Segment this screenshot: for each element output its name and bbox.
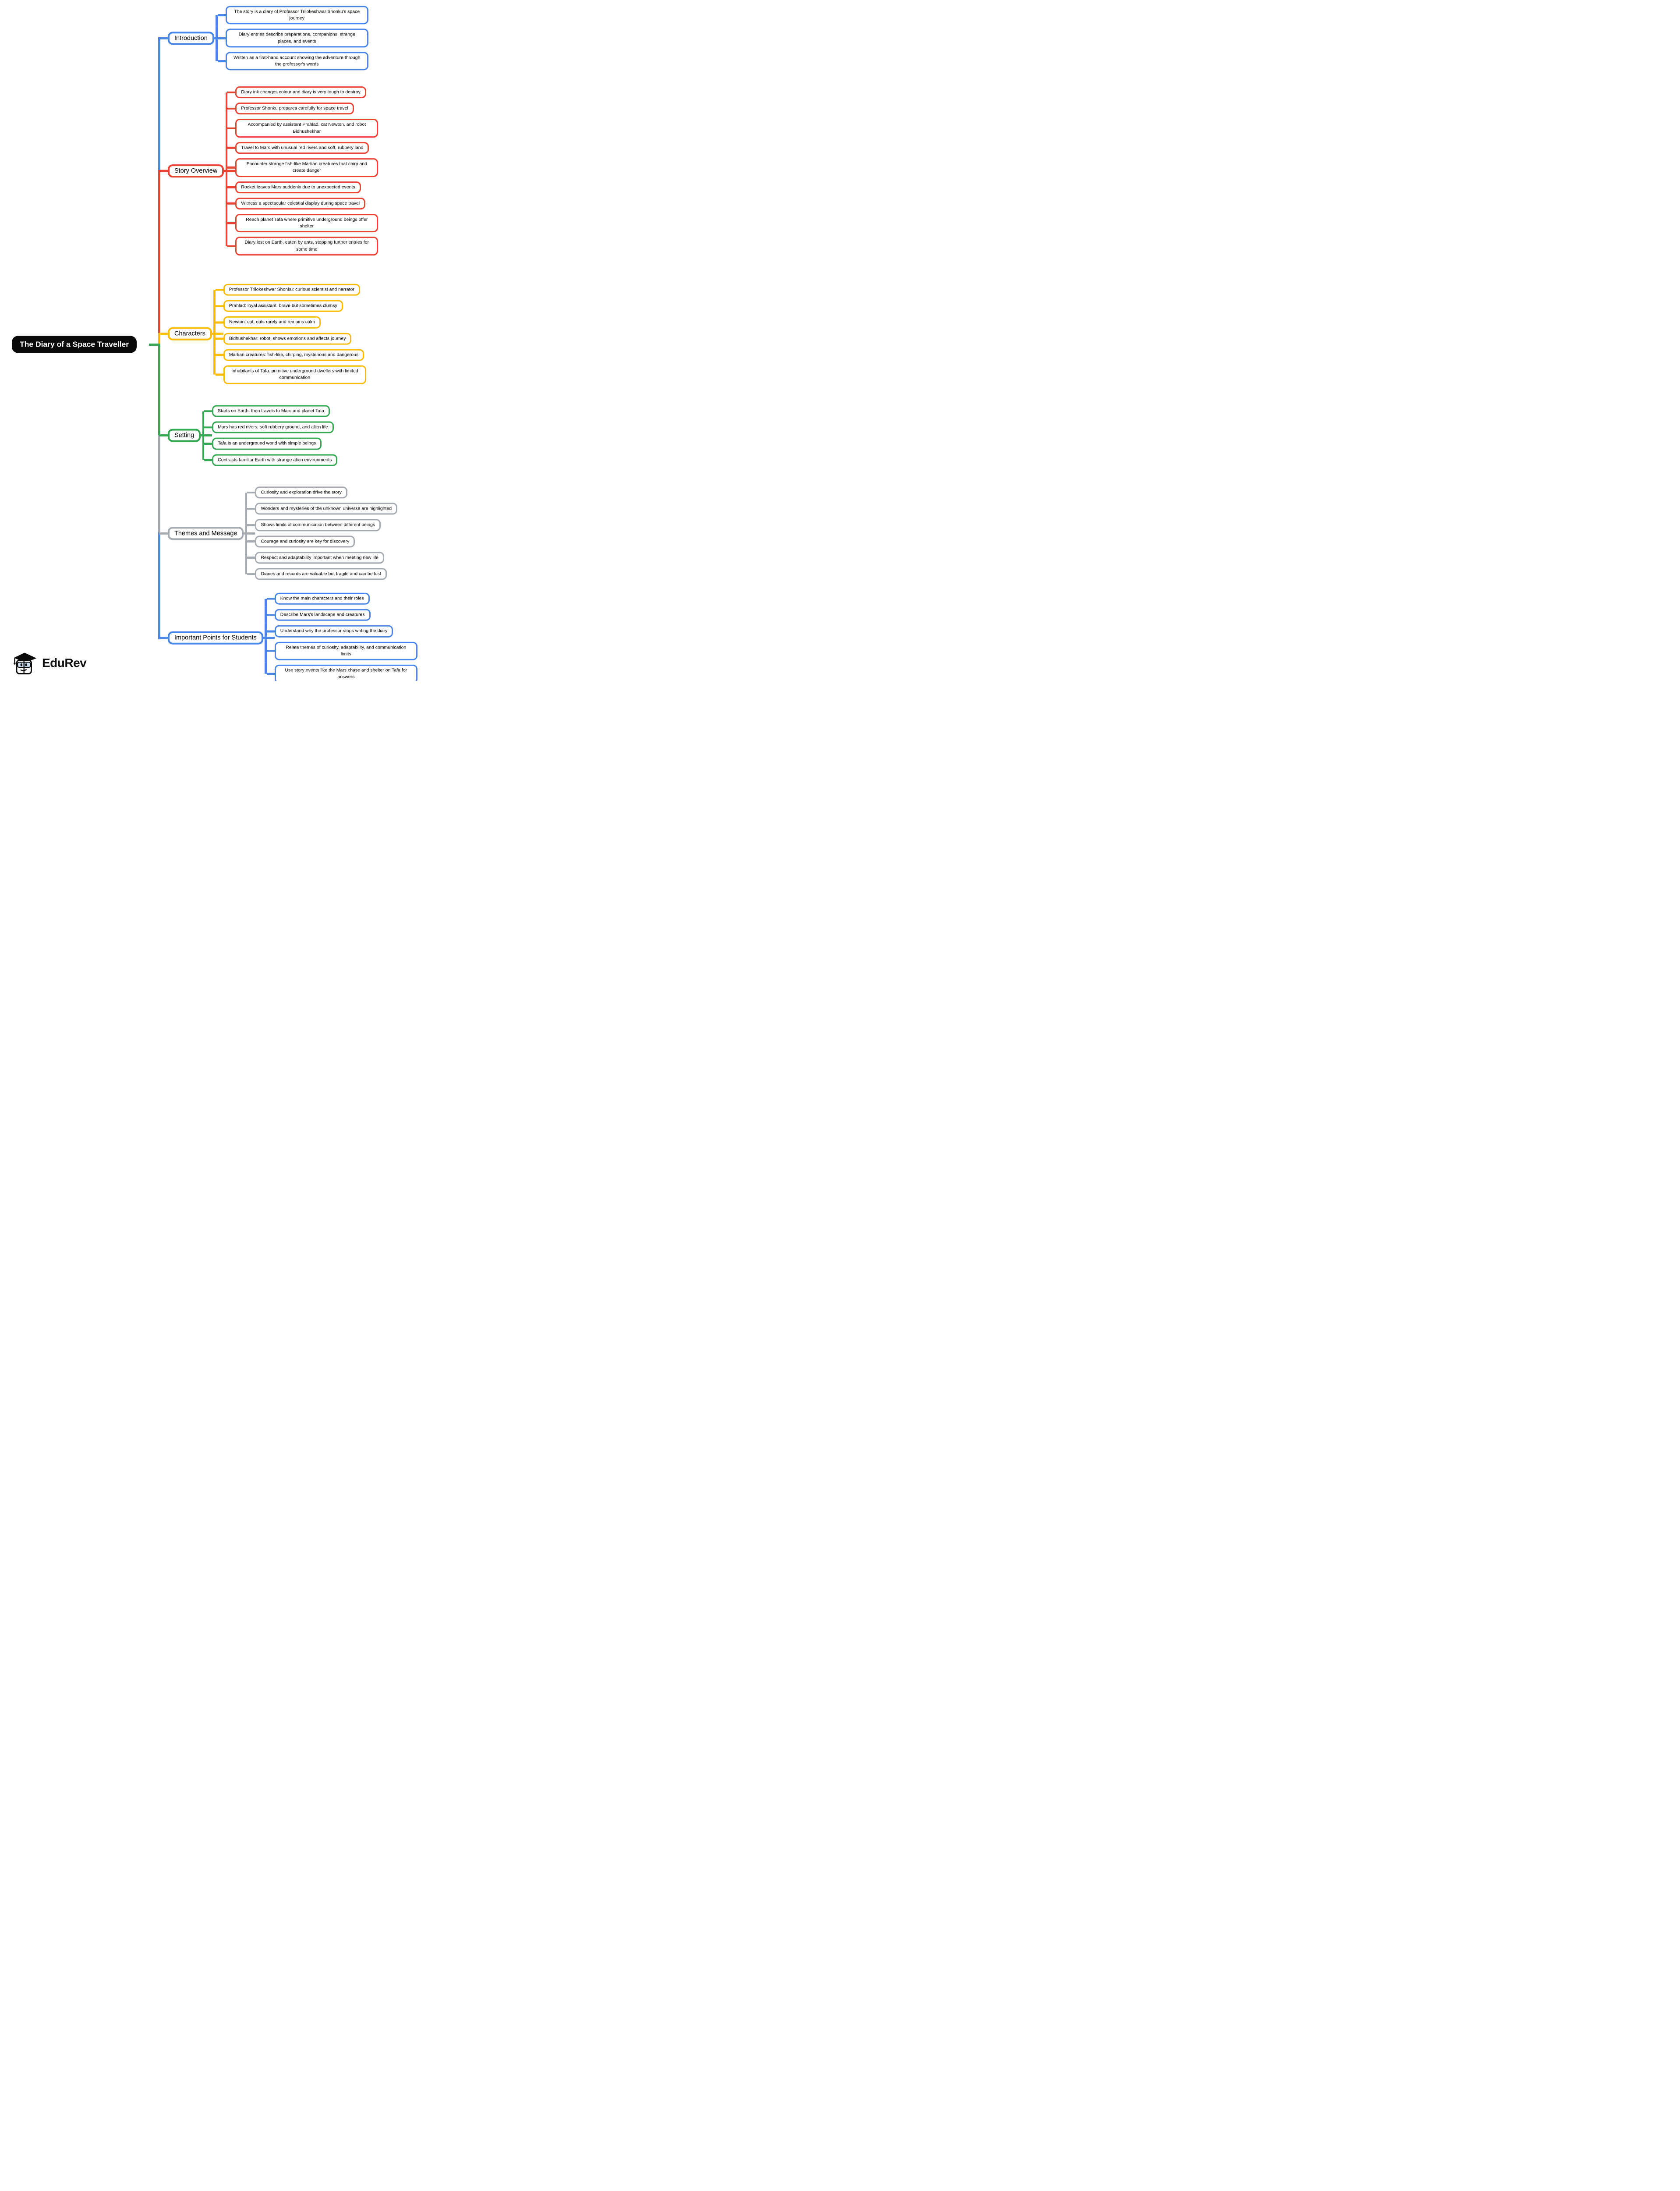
topic-node: Encounter strange fish-like Martian crea… [225, 156, 378, 180]
topic-node: Use story events like the Mars chase and… [265, 662, 417, 681]
topic-node: Describe Mars's landscape and creatures [265, 606, 371, 624]
branch-label-important-points-for-students: Important Points for Students [168, 631, 263, 645]
edurev-wordmark: EduRev [42, 656, 87, 670]
topic-node: Bidhushekhar: robot, shows emotions and … [213, 330, 352, 347]
branch-label-introduction: Introduction [168, 32, 214, 45]
topic-node: Respect and adaptability important when … [245, 550, 384, 566]
trunk-segment [158, 333, 160, 346]
branch-label-story-overview: Story Overview [168, 164, 224, 177]
topic-node: Written as a first-hand account showing … [216, 50, 368, 71]
branch-story-overview: Story Overview Diary ink changes colour a… [168, 86, 378, 255]
trunk-segment [158, 37, 160, 172]
trunk-segment [158, 434, 160, 535]
branch-themes-and-message: Themes and Message Curiosity and explorat… [168, 486, 398, 580]
branch-children-story-overview: Diary ink changes colour and diary is ve… [225, 86, 378, 255]
topic-node: Witness a spectacular celestial display … [225, 195, 366, 212]
topic-node: Tafa is an underground world with simple… [202, 435, 322, 452]
trunk-segment [158, 170, 160, 335]
topic-node: The story is a diary of Professor Trilok… [216, 6, 368, 27]
topic-node: Wonders and mysteries of the unknown uni… [245, 500, 398, 518]
branch-label-setting: Setting [168, 429, 201, 442]
root-connector [149, 343, 160, 346]
edurev-logo: EduRev [12, 650, 87, 676]
topic-node: Starts on Earth, then travels to Mars an… [202, 405, 330, 420]
mind-map: The Diary of a Space Traveller EduRev In… [0, 0, 449, 681]
trunk-segment [158, 343, 160, 437]
topic-node: Diary lost on Earth, eaten by ants, stop… [225, 234, 378, 255]
topic-node: Diary ink changes colour and diary is ve… [225, 86, 366, 101]
topic-node: Contrasts familiar Earth with strange al… [202, 452, 338, 466]
branch-children-setting: Starts on Earth, then travels to Mars an… [202, 405, 338, 466]
branch-characters: Characters Professor Trilokeshwar Shonku:… [168, 284, 366, 384]
topic-node: Courage and curiosity are key for discov… [245, 533, 355, 550]
branch-children-characters: Professor Trilokeshwar Shonku: curious s… [213, 284, 366, 384]
topic-node: Diary entries describe preparations, com… [216, 26, 368, 50]
topic-node: Prahlad: loyal assistant, brave but some… [213, 298, 343, 315]
branch-label-themes-and-message: Themes and Message [168, 527, 244, 540]
root-node: The Diary of a Space Traveller [12, 336, 137, 353]
topic-node: Reach planet Tafa where primitive underg… [225, 211, 378, 235]
topic-node: Newton: cat, eats rarely and remains cal… [213, 314, 321, 331]
topic-node: Rocket leaves Mars suddenly due to unexp… [225, 179, 361, 196]
topic-node: Inhabitants of Tafa: primitive undergrou… [213, 363, 366, 384]
topic-node: Professor Shonku prepares carefully for … [225, 100, 354, 117]
topic-node: Shows limits of communication between di… [245, 517, 381, 534]
branch-label-characters: Characters [168, 327, 212, 340]
topic-node: Diaries and records are valuable but fra… [245, 566, 387, 580]
topic-node: Mars has red rivers, soft rubbery ground… [202, 419, 334, 436]
trunk-segment [158, 532, 160, 639]
root-label: The Diary of a Space Traveller [20, 340, 129, 349]
topic-node: Know the main characters and their roles [265, 592, 370, 607]
topic-node: Travel to Mars with unusual red rivers a… [225, 139, 369, 156]
topic-node: Relate themes of curiosity, adaptability… [265, 639, 417, 663]
edurev-mascot-icon [14, 652, 37, 674]
branch-children-important-points-for-students: Know the main characters and their roles… [265, 592, 417, 681]
topic-node: Martian creatures: fish-like, chirping, … [213, 347, 364, 364]
topic-node: Curiosity and exploration drive the stor… [245, 486, 347, 501]
branch-children-introduction: The story is a diary of Professor Trilok… [216, 6, 368, 71]
topic-node: Accompanied by assistant Prahlad, cat Ne… [225, 117, 378, 140]
branch-children-themes-and-message: Curiosity and exploration drive the stor… [245, 486, 398, 580]
topic-node: Understand why the professor stops writi… [265, 623, 393, 640]
topic-node: Professor Trilokeshwar Shonku: curious s… [213, 284, 360, 298]
